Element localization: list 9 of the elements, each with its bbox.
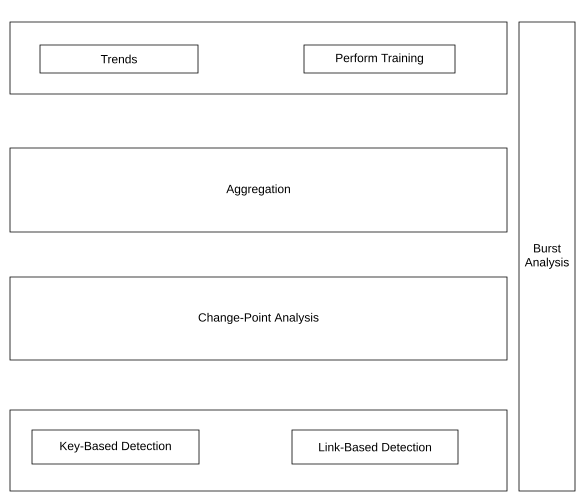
group-box (10, 22, 508, 94)
process-box: Burst Analysis (518, 22, 576, 492)
sub-box: Link-Based Detection (292, 430, 458, 464)
group-box (10, 410, 508, 492)
sub-box: Perform Training (304, 44, 456, 74)
sub-box: Trends (40, 44, 198, 74)
process-box: Aggregation (10, 148, 508, 232)
sub-box: Key-Based Detection (32, 430, 200, 464)
process-box: Change-Point Analysis (10, 276, 508, 360)
